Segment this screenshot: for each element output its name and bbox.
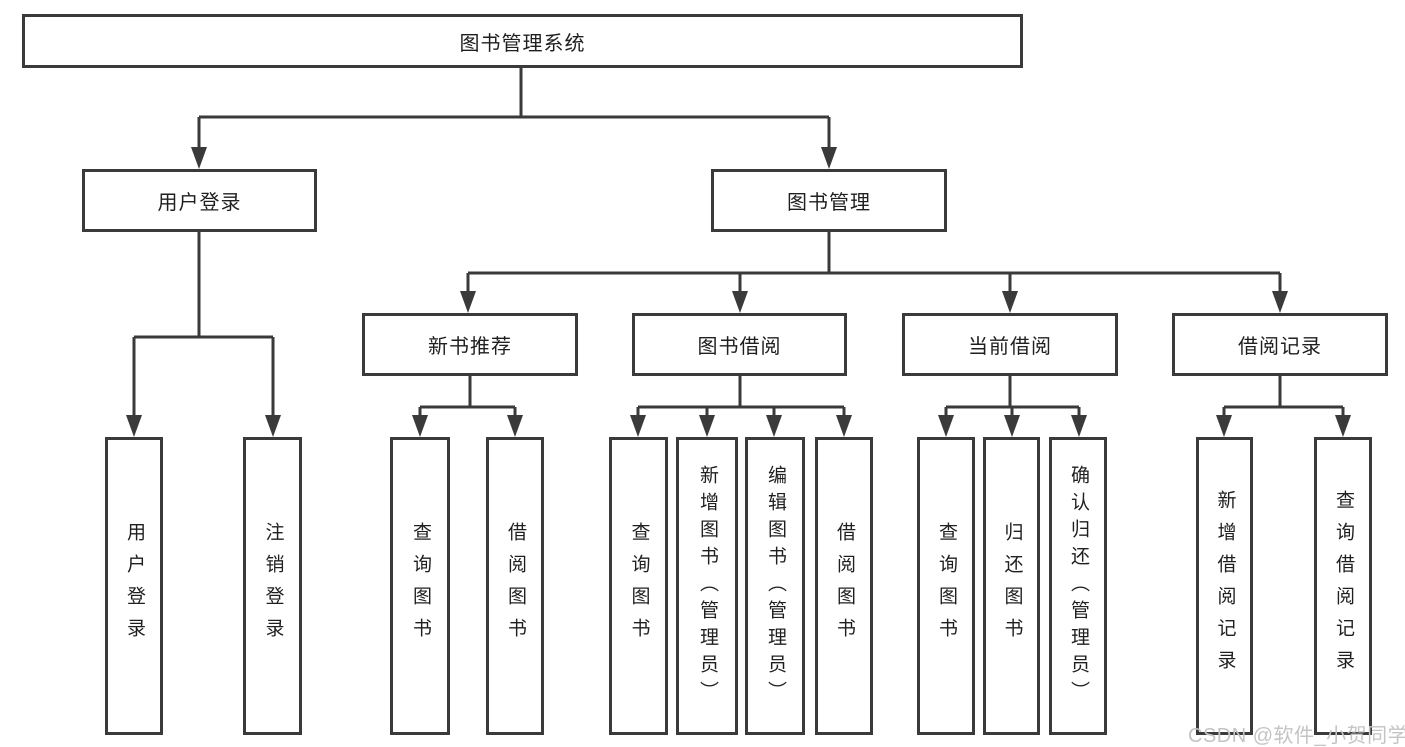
connector-records-to-leaves: [1222, 376, 1345, 417]
leaf-logout: 注销登录: [243, 437, 302, 735]
connector-root-to-level1: [197, 68, 831, 150]
leaf-add-borrow-record: 新增借阅记录: [1196, 437, 1253, 735]
connector-borrow-to-leaves: [636, 376, 846, 417]
leaf-query-books-borrowing: 查询图书: [609, 437, 668, 735]
leaf-confirm-return-admin: 确认归还（管理员）: [1049, 437, 1107, 735]
node-library-management-system: 图书管理系统: [22, 14, 1023, 68]
connector-mgmt-to-level2: [466, 232, 1282, 293]
leaf-user-login: 用户登录: [105, 437, 163, 735]
arrowheads-level2: [460, 291, 1288, 313]
leaf-label: 查询图书: [409, 522, 431, 650]
leaf-label: 借阅图书: [833, 522, 855, 650]
leaf-label: 用户登录: [123, 522, 145, 650]
node-label: 图书借阅: [697, 336, 782, 358]
node-label: 图书管理系统: [459, 32, 586, 55]
leaf-edit-book-admin: 编辑图书（管理员）: [745, 437, 805, 735]
csdn-watermark: CSDN @软件_小贺同学: [1188, 725, 1405, 747]
leaf-label: 查询借阅记录: [1332, 490, 1354, 682]
leaf-label: 借阅图书: [504, 522, 526, 650]
node-label: 用户登录: [157, 192, 242, 214]
leaf-query-borrow-record: 查询借阅记录: [1314, 437, 1372, 735]
node-label: 图书管理: [787, 192, 871, 214]
leaf-label: 新增图书（管理员）: [696, 464, 718, 708]
leaf-query-books-newbook: 查询图书: [390, 437, 450, 735]
connector-current-to-leaves: [944, 376, 1081, 417]
arrowheads-login-leaves: [126, 415, 281, 437]
leaf-label: 查询图书: [935, 522, 957, 650]
leaf-add-book-admin: 新增图书（管理员）: [676, 437, 738, 735]
node-book-management: 图书管理: [711, 169, 947, 232]
node-label: 新书推荐: [428, 336, 512, 358]
leaf-label: 编辑图书（管理员）: [764, 464, 786, 708]
node-new-book-recommendation: 新书推荐: [362, 313, 578, 376]
leaf-label: 新增借阅记录: [1214, 490, 1236, 682]
node-label: 当前借阅: [968, 336, 1052, 358]
node-borrowing-records: 借阅记录: [1172, 313, 1388, 376]
leaf-borrow-books-borrowing: 借阅图书: [815, 437, 873, 735]
leaf-query-books-current: 查询图书: [917, 437, 975, 735]
node-book-borrowing: 图书借阅: [632, 313, 847, 376]
leaf-return-book: 归还图书: [983, 437, 1040, 735]
connector-login-to-leaves: [132, 232, 275, 417]
arrowheads-level1: [191, 147, 837, 169]
node-user-login: 用户登录: [82, 169, 317, 232]
leaf-label: 归还图书: [1001, 522, 1023, 650]
node-label: 借阅记录: [1238, 336, 1322, 358]
leaf-label: 确认归还（管理员）: [1067, 464, 1089, 708]
arrowheads-leaves: [412, 415, 1351, 437]
leaf-borrow-books-newbook: 借阅图书: [486, 437, 544, 735]
leaf-label: 查询图书: [628, 522, 650, 650]
leaf-label: 注销登录: [262, 522, 284, 650]
connector-newbook-to-leaves: [418, 376, 517, 417]
node-current-borrowing: 当前借阅: [902, 313, 1118, 376]
